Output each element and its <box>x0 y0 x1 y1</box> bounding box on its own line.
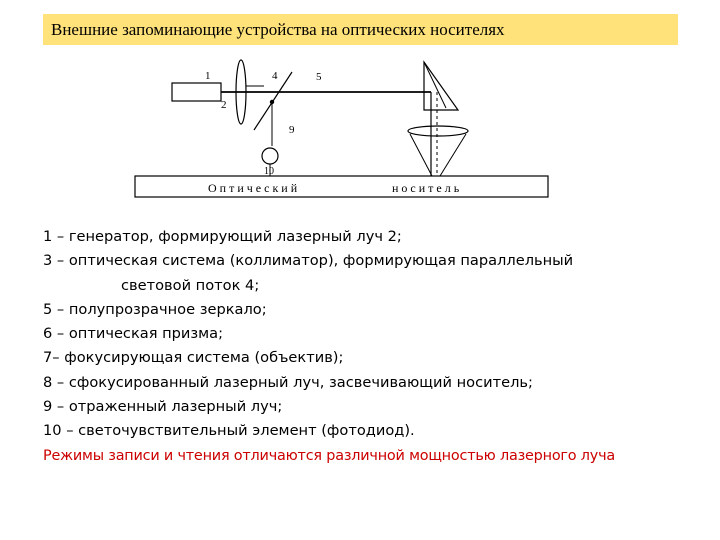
photodiode <box>261 147 279 165</box>
optical-drive-diagram: 1 4 5 2 9 10 О п т и ч е с к и й н о с и… <box>134 59 549 198</box>
legend-item: 1 – генератор, формирующий лазерный луч … <box>43 228 402 245</box>
legend-item: 9 – отраженный лазерный луч; <box>43 398 283 416</box>
legend-item: 6 – оптическая призма; <box>43 325 224 343</box>
mirror-reflection-point <box>269 99 275 105</box>
label-10: 10 <box>264 166 274 177</box>
prism-face <box>423 61 447 109</box>
optical-medium <box>134 175 549 198</box>
label-9: 9 <box>289 124 295 136</box>
label-5: 5 <box>316 71 322 83</box>
laser-generator <box>171 82 222 102</box>
label-2: 2 <box>221 99 227 111</box>
medium-label-left: О п т и ч е с к и й <box>208 181 298 195</box>
legend-item: 7– фокусирующая система (объектив); <box>43 349 344 367</box>
power-note: Режимы записи и чтения отличаются различ… <box>43 447 616 464</box>
optical-prism <box>423 60 460 111</box>
focused-beam-right <box>439 133 467 177</box>
label-1: 1 <box>205 70 211 82</box>
title-banner: Внешние запоминающие устройства на оптич… <box>43 14 678 45</box>
legend-item-continuation: световой поток 4; <box>121 276 260 294</box>
label-4: 4 <box>272 70 278 82</box>
medium-label-right: н о с и т е л ь <box>392 181 460 195</box>
focusing-lens <box>407 125 469 137</box>
page-title: Внешние запоминающие устройства на оптич… <box>51 20 505 39</box>
focused-beam-left <box>409 133 433 177</box>
legend: 1 – генератор, формирующий лазерный луч … <box>43 225 715 468</box>
legend-item: 10 – светочувствительный элемент (фотоди… <box>43 422 415 440</box>
legend-item: 3 – оптическая система (коллиматор), фор… <box>43 252 574 270</box>
legend-item: 8 – сфокусированный лазерный луч, засвеч… <box>43 373 533 391</box>
legend-item: 5 – полупрозрачное зеркало; <box>43 300 267 318</box>
